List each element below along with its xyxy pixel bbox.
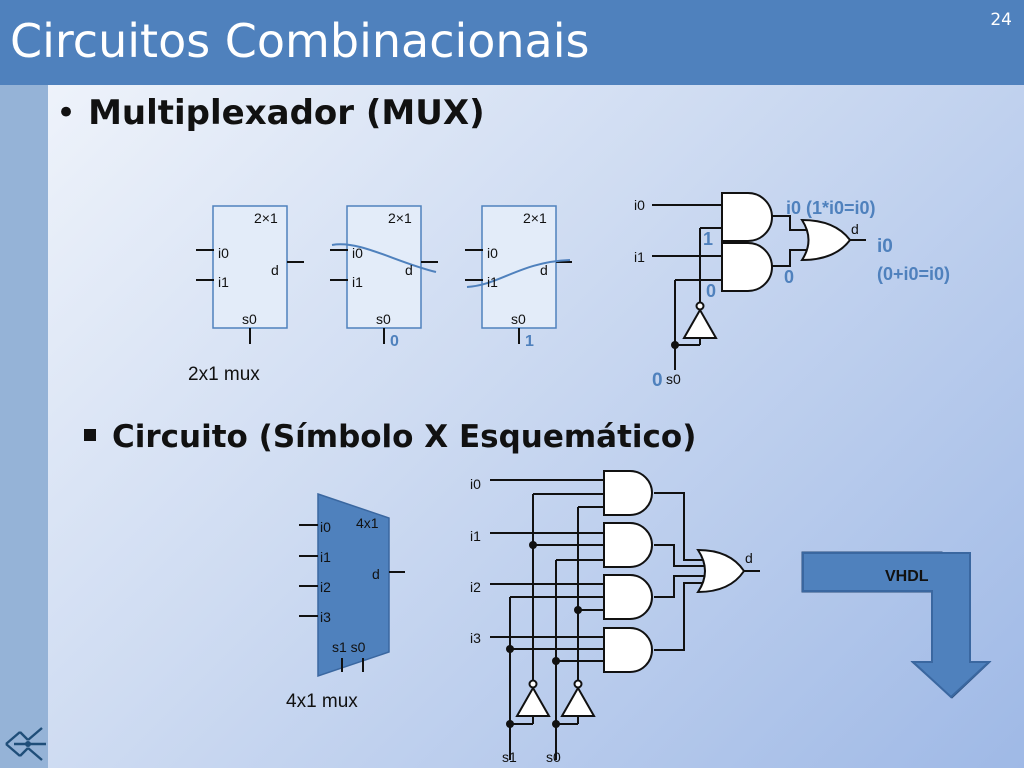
schem2x1-wires <box>652 204 866 370</box>
schem4x1-i2: i2 <box>470 579 481 595</box>
mux4x1-sel: s1 s0 <box>332 639 366 655</box>
mux4x1-tag: 4x1 <box>356 515 379 531</box>
junction-dot <box>671 341 679 349</box>
mux2x1-c-s0: s0 <box>511 311 526 327</box>
or-gate-icon <box>800 218 852 262</box>
schem4x1-s1: s1 <box>502 749 517 765</box>
schem2x1-zero-s0: 0 <box>652 370 663 391</box>
mux2x1-b-d: d <box>405 262 413 278</box>
bullet-main-text: Multiplexador (MUX) <box>88 93 485 133</box>
schem2x1-out-note: (0+i0=i0) <box>877 264 950 284</box>
or-gate-icon <box>696 548 746 594</box>
mux2x1-a-d: d <box>271 262 279 278</box>
schem2x1-one: 1 <box>703 229 713 249</box>
schem2x1-i0: i0 <box>634 197 645 213</box>
mux2x1-a-tag: 2×1 <box>254 210 278 226</box>
and-gate-icon <box>603 470 653 516</box>
schem4x1-gates <box>515 470 746 717</box>
mux4x1-symbol <box>299 492 405 678</box>
mux2x1-symbol-c <box>465 205 572 344</box>
mux2x1-b-s0: s0 <box>376 311 391 327</box>
not-gate-icon <box>682 307 718 339</box>
and-gate-icon <box>603 522 653 568</box>
bullet-square-icon <box>84 428 96 441</box>
schem2x1-zero-and: 0 <box>784 267 794 287</box>
bullet-sub: Circuito (Símbolo X Esquemático) <box>84 419 696 455</box>
institution-logo-icon <box>5 727 46 761</box>
mux2x1-caption: 2x1 mux <box>188 364 260 385</box>
schem2x1-and-note: i0 (1*i0=i0) <box>786 198 876 218</box>
schem4x1-junctions <box>506 541 582 728</box>
mux2x1-symbol-b <box>330 205 438 344</box>
schem4x1-i3: i3 <box>470 630 481 646</box>
schem2x1-s0: s0 <box>666 371 681 387</box>
mux2x1-b-tag: 2×1 <box>388 210 412 226</box>
mux4x1-i3: i3 <box>320 609 331 625</box>
schem2x1-i1: i1 <box>634 249 645 265</box>
and-gate-icon <box>603 574 653 620</box>
and-gate-icon <box>603 627 653 673</box>
schem4x1-wires <box>490 479 760 760</box>
not-gate-icon <box>515 685 551 717</box>
mux2x1-c-i0: i0 <box>487 245 498 261</box>
mux2x1-b-i0: i0 <box>352 245 363 261</box>
mux4x1-d: d <box>372 566 380 582</box>
not-gate-icon <box>560 685 596 717</box>
mux4x1-i2: i2 <box>320 579 331 595</box>
mux4x1-caption: 4x1 mux <box>286 691 358 712</box>
mux2x1-c-sel-value: 1 <box>525 333 534 350</box>
bullet-dot-icon: • <box>56 93 77 133</box>
schem4x1-s0: s0 <box>546 749 561 765</box>
mux2x1-c-tag: 2×1 <box>523 210 547 226</box>
and-gate-icon <box>721 192 773 242</box>
schem2x1-gates <box>682 192 852 339</box>
mux2x1-a-i1: i1 <box>218 274 229 290</box>
slide-title: Circuitos Combinacionais <box>10 14 590 68</box>
left-sidebar-bar <box>0 85 48 768</box>
schem4x1-d: d <box>745 550 753 566</box>
mux2x1-c-d: d <box>540 262 548 278</box>
schem2x1-zero-not: 0 <box>706 281 716 301</box>
page-number: 24 <box>990 10 1012 30</box>
mux2x1-symbol-a <box>196 205 304 344</box>
mux4x1-i0: i0 <box>320 519 331 535</box>
schem4x1-i0: i0 <box>470 476 481 492</box>
vhdl-arrow-icon <box>802 552 992 699</box>
schem2x1-d: d <box>851 221 859 237</box>
mux2x1-a-i0: i0 <box>218 245 229 261</box>
mux2x1-b-sel-value: 0 <box>390 333 399 350</box>
bullet-sub-text: Circuito (Símbolo X Esquemático) <box>112 419 697 455</box>
mux2x1-c-i1: i1 <box>487 274 498 290</box>
mux2x1-b-i1: i1 <box>352 274 363 290</box>
and-gate-icon <box>721 242 773 292</box>
header-bar <box>0 0 1024 85</box>
mux2x1-a-s0: s0 <box>242 311 257 327</box>
mux4x1-i1: i1 <box>320 549 331 565</box>
vhdl-label: VHDL <box>885 568 929 585</box>
schem2x1-out-value: i0 <box>877 236 893 257</box>
bullet-main: • Multiplexador (MUX) <box>56 93 485 133</box>
schem4x1-i1: i1 <box>470 528 481 544</box>
